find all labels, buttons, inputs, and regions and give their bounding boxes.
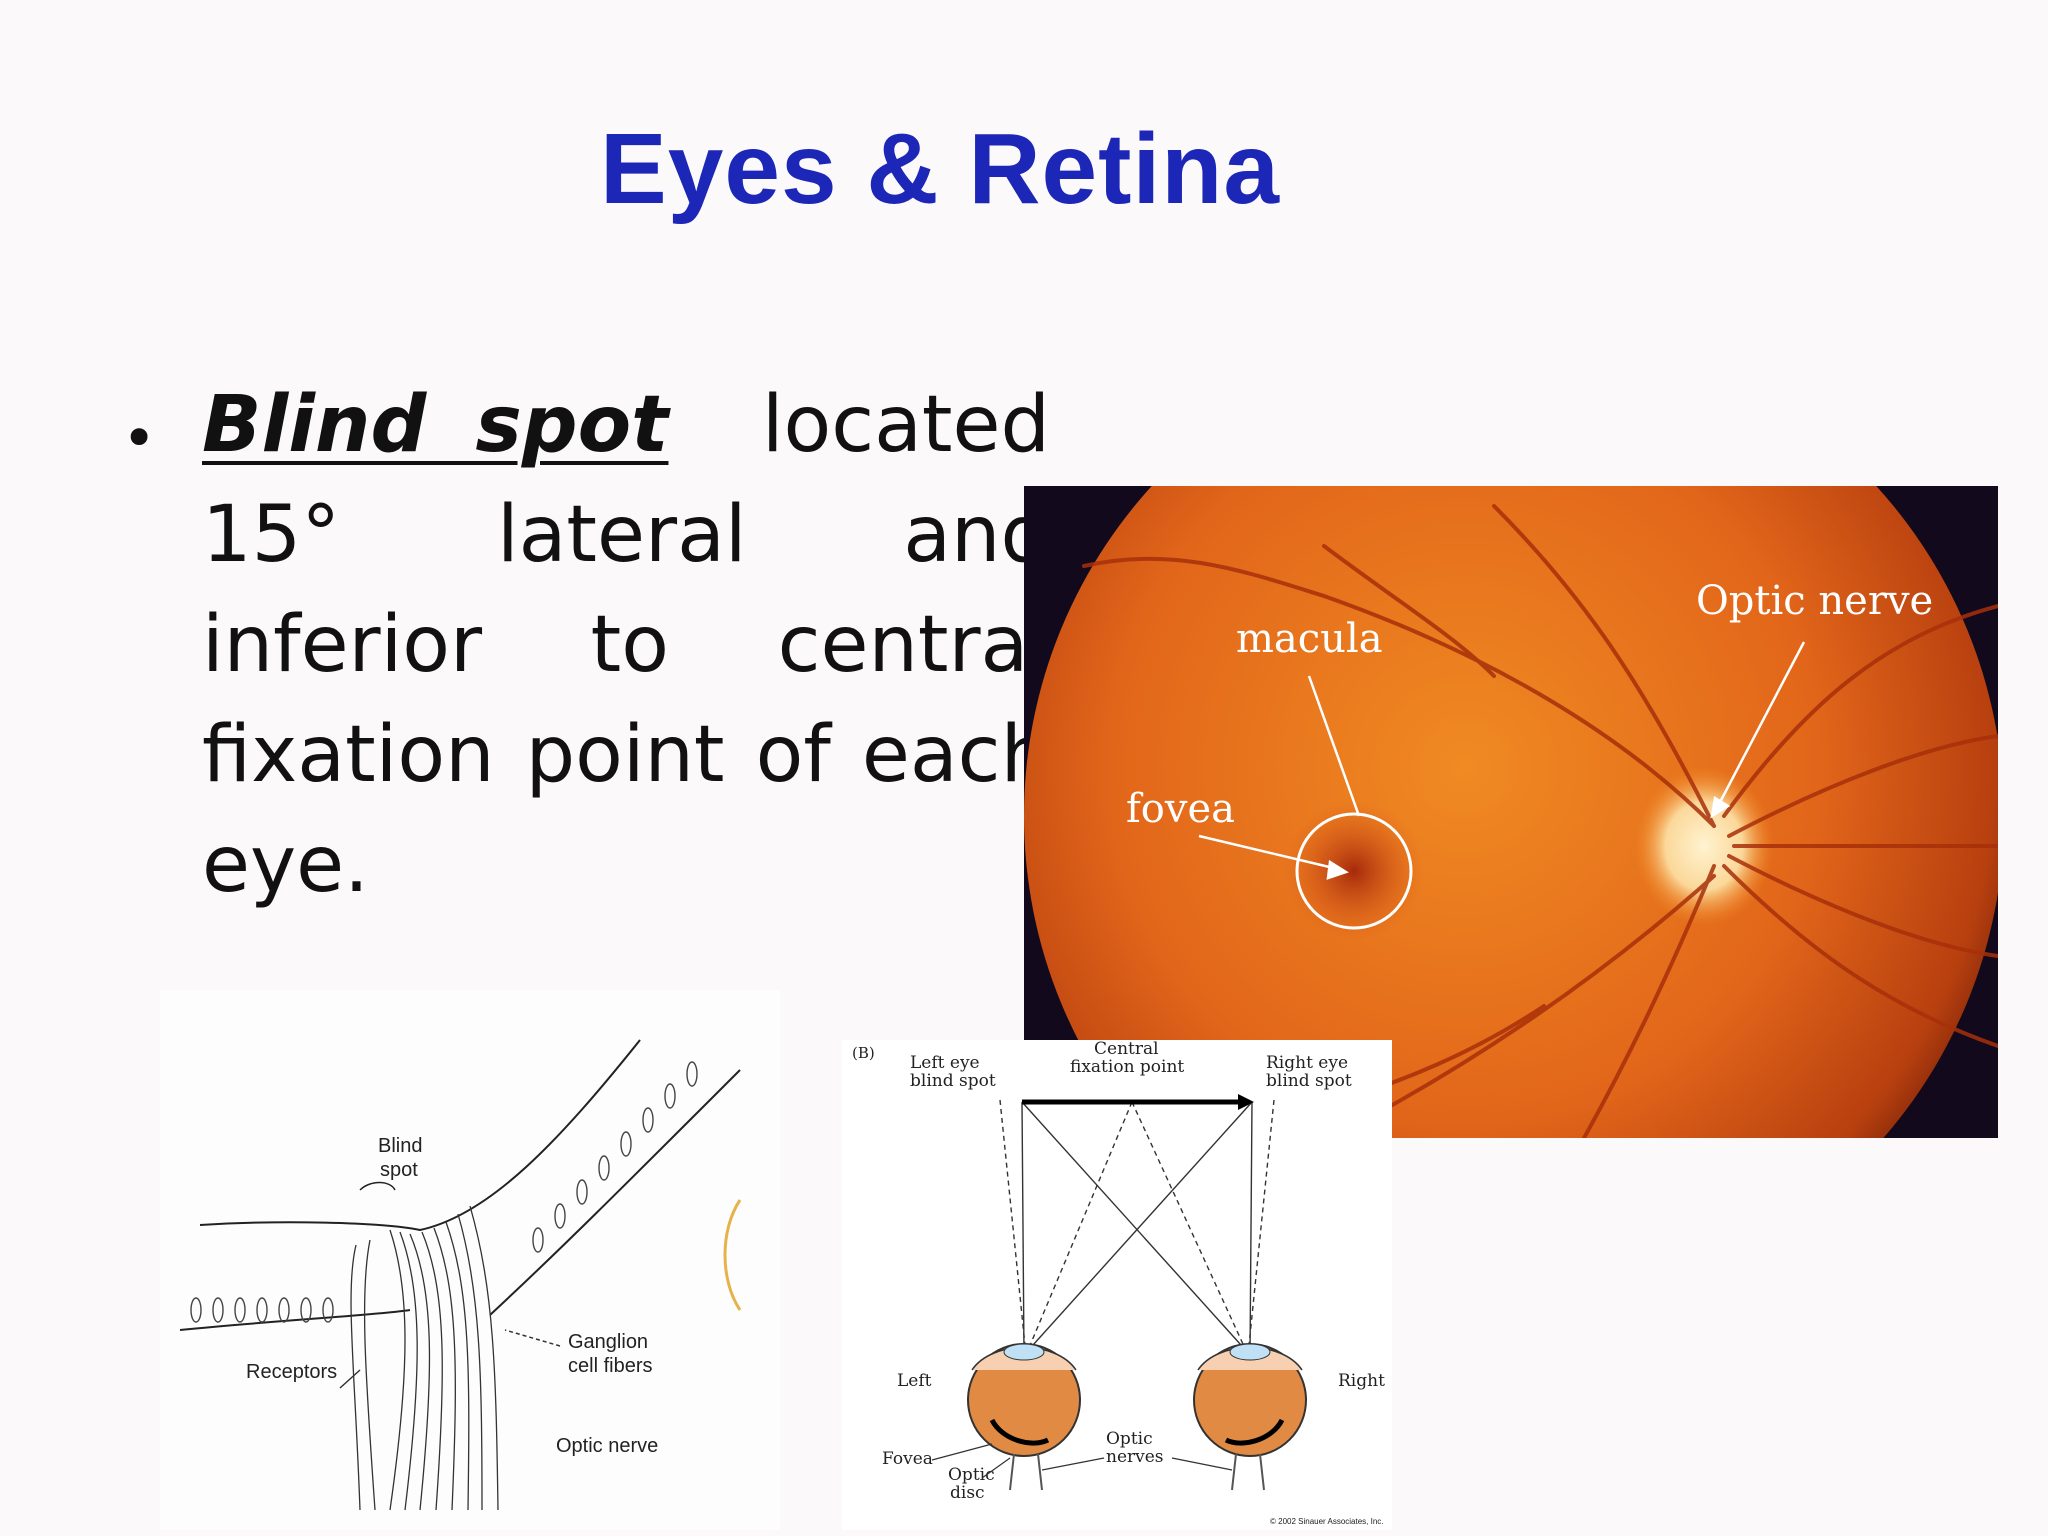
left-blind-label-line2: blind spot [910, 1071, 996, 1091]
macula-circle [1295, 812, 1413, 930]
slide-title: Eyes & Retina [600, 113, 1280, 225]
fovea-diagram-pointer [931, 1443, 993, 1461]
receptors-label: Receptors [246, 1361, 337, 1383]
retina-cross-section-diagram: Blind spot Receptors Ganglion cell fiber… [160, 990, 780, 1530]
optic-disc-pointer [981, 1457, 1011, 1479]
retina-outer-layer [199, 1039, 641, 1232]
fovea-label: fovea [1126, 786, 1235, 832]
ganglion-pointer [504, 1329, 561, 1347]
optic-nerves-label-line2: nerves [1106, 1447, 1164, 1467]
left-eyeball [967, 1343, 1081, 1491]
right-blind-label-line1: Right eye [1266, 1053, 1348, 1073]
blind-spot-label-line1: Blind [378, 1135, 422, 1157]
fovea-pointer [1198, 834, 1343, 872]
left-blind-label-line1: Left eye [910, 1053, 980, 1073]
fixation-arrowhead [1238, 1094, 1254, 1110]
optic-disc-label-line1: Optic [948, 1465, 995, 1485]
optic-nerve-pointer [1716, 641, 1806, 807]
ganglion-label-line2: cell fibers [568, 1355, 652, 1377]
bullet-text: Blind spot located 15° lateral and infer… [202, 370, 1050, 920]
ganglion-fiber-bundle [350, 1205, 499, 1511]
optic-nerves-label-line1: Optic [1106, 1429, 1153, 1449]
lens-arc [723, 1199, 742, 1311]
optic-nerves-pointer-right [1171, 1457, 1233, 1471]
optic-disc-highlight [1634, 766, 1774, 926]
bullet-dot: • [122, 404, 157, 472]
optic-disc-label-line2: disc [950, 1483, 985, 1503]
bullet-body: located 15° lateral and inferior to cent… [202, 380, 1050, 910]
blind-spot-brace [359, 1181, 396, 1191]
sight-lines [1021, 1101, 1253, 1356]
retina-disc [1024, 486, 1998, 1138]
retina-inner-layer-right [489, 1069, 741, 1316]
optic-nerve-arrowhead [1710, 795, 1731, 819]
left-eye-label: Left [897, 1371, 932, 1391]
optic-nerve-diagram-label: Optic nerve [556, 1435, 658, 1457]
retina-inner-layer-left [179, 1309, 411, 1331]
blind-spot-lines [999, 1099, 1275, 1356]
fovea-arrowhead [1326, 859, 1349, 880]
ganglion-label-line1: Ganglion [568, 1331, 648, 1353]
receptors-pointer [339, 1369, 361, 1389]
macula-label: macula [1236, 616, 1383, 662]
right-blind-label-line2: blind spot [1266, 1071, 1352, 1091]
macula-pointer [1307, 675, 1361, 817]
panel-label: (B) [852, 1044, 875, 1062]
right-eye-label: Right [1338, 1371, 1385, 1391]
optic-nerve-label: Optic nerve [1696, 578, 1933, 624]
central-label-line2: fixation point [1070, 1057, 1184, 1077]
central-label-line1: Central [1094, 1040, 1159, 1059]
binocular-vision-diagram: (B) Left eye blind spot Central fixation… [842, 1040, 1392, 1530]
fovea-diagram-label: Fovea [882, 1449, 933, 1469]
receptor-cells [190, 1061, 698, 1323]
blind-spot-label-line2: spot [380, 1159, 418, 1181]
blood-vessels [1082, 504, 1998, 1138]
blind-spot-term: Blind spot [202, 380, 669, 470]
optic-nerves-pointer-left [1041, 1457, 1105, 1471]
right-eyeball [1193, 1343, 1307, 1491]
fundus-photo: macula fovea Optic nerve [1024, 486, 1998, 1138]
copyright-credit: © 2002 Sinauer Associates, Inc. [1270, 1517, 1384, 1526]
